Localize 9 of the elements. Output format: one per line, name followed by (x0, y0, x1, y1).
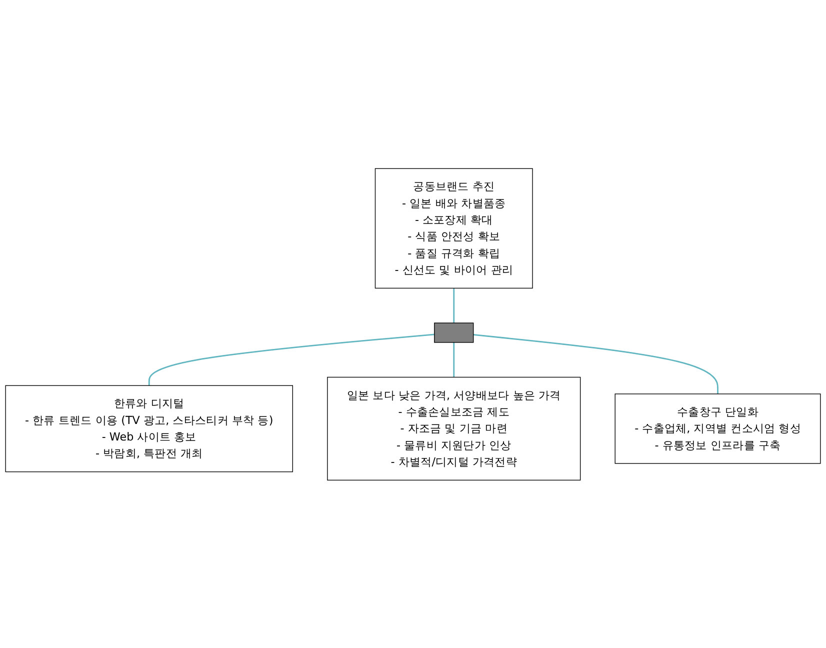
node-box: 일본 보다 낮은 가격, 서양배보다 높은 가격 - 수출손실보조금 제도 - 자조금 및 기금 마련 - 물류비 지원단가 인상 - 차별적/디지털 가격전략 (327, 376, 581, 480)
connector (453, 288, 455, 323)
node-box (434, 322, 474, 342)
node-box: 한류와 디지털 - 한류 트렌드 이용 (TV 광고, 스타스티커 부착 등) - Web 사이트 홍보 - 박람회, 특판전 개최 (5, 384, 293, 472)
connector (473, 334, 718, 394)
connector (453, 342, 455, 377)
node-box: 공동브랜드 추진 - 일본 배와 차별품종 - 소포장제 확대 - 식품 안전성 확보 - 품질 규격화 확립 - 신선도 및 바이어 관리 (374, 168, 533, 288)
node-box: 수출창구 단일화 - 수출업체, 지역별 컨소시엄 형성 - 유통정보 인프라를 구축 (614, 393, 821, 464)
connector (148, 333, 434, 386)
